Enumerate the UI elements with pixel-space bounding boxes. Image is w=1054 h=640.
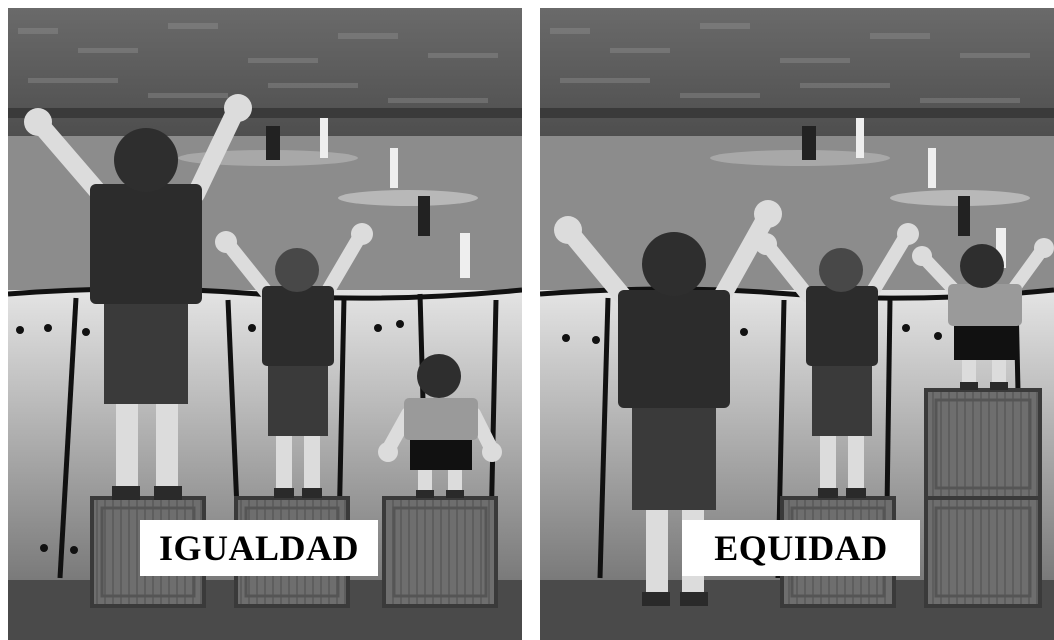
- middle-child: [755, 223, 919, 498]
- middle-child: [215, 223, 373, 498]
- crate: [924, 388, 1042, 500]
- equality-illustration: [8, 8, 522, 640]
- equity-caption: EQUIDAD: [682, 520, 920, 576]
- equality-caption: IGUALDAD: [140, 520, 378, 576]
- equality-panel: [8, 8, 522, 640]
- crate: [924, 496, 1042, 608]
- small-child: [378, 354, 502, 498]
- stadium-crowd: [540, 8, 1054, 138]
- tall-child: [24, 94, 252, 500]
- crate: [382, 496, 498, 608]
- stadium-crowd: [8, 8, 522, 138]
- small-child: [912, 238, 1054, 390]
